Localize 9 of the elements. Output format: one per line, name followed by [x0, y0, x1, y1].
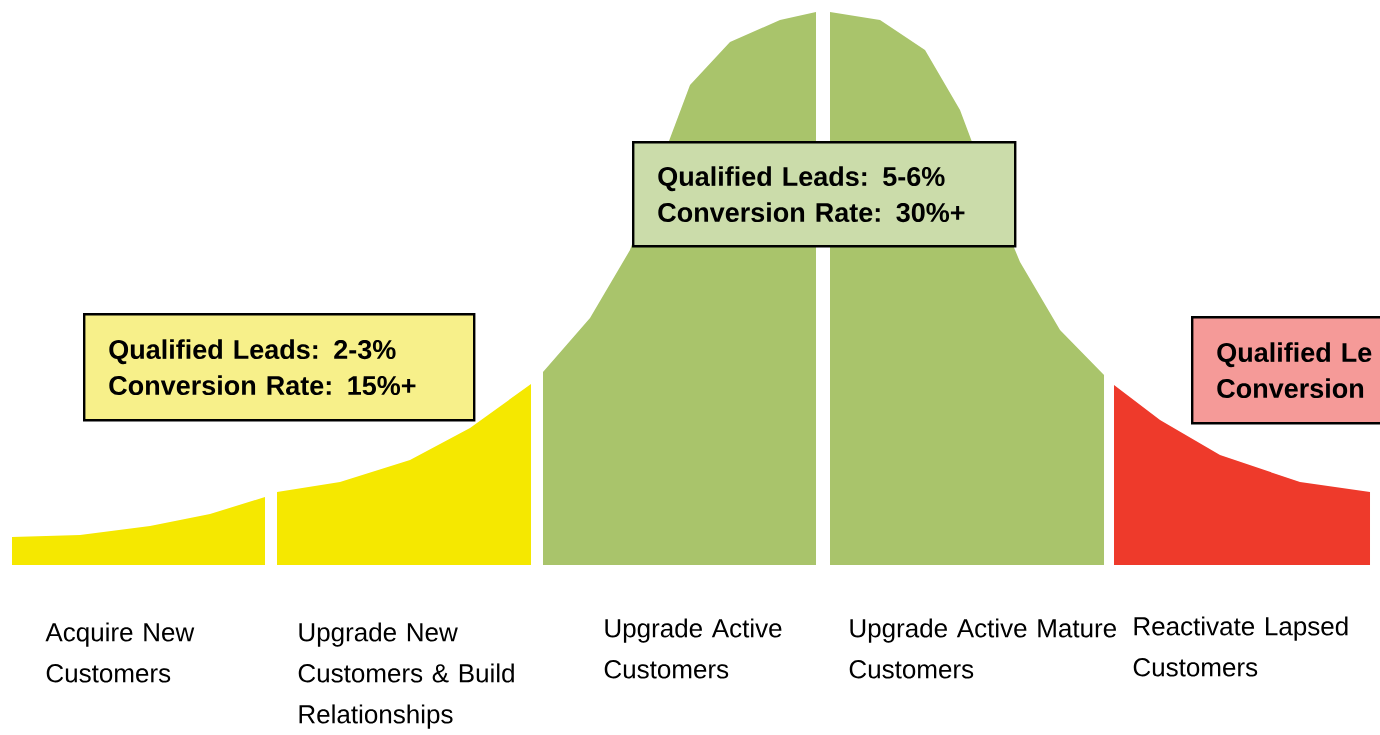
- curve-segment: [12, 497, 265, 565]
- info-box: Qualified Leads: 5-6% Conversion Rate: 30%+: [632, 141, 1017, 248]
- info-box: Qualified Leads: 2-3% Conversion Rate: 15%+: [83, 313, 476, 422]
- segment-caption: Upgrade New Customers & Build Relationships: [298, 622, 514, 729]
- segment-caption: Upgrade Active Customers: [604, 618, 782, 679]
- segment-caption: Upgrade Active Mature Customers: [849, 618, 1116, 679]
- segment-caption: Reactivate Lapsed Customers: [1133, 616, 1348, 677]
- info-box: Qualified Le Conversion: [1191, 316, 1380, 425]
- segment-caption: Acquire New Customers: [45, 622, 195, 683]
